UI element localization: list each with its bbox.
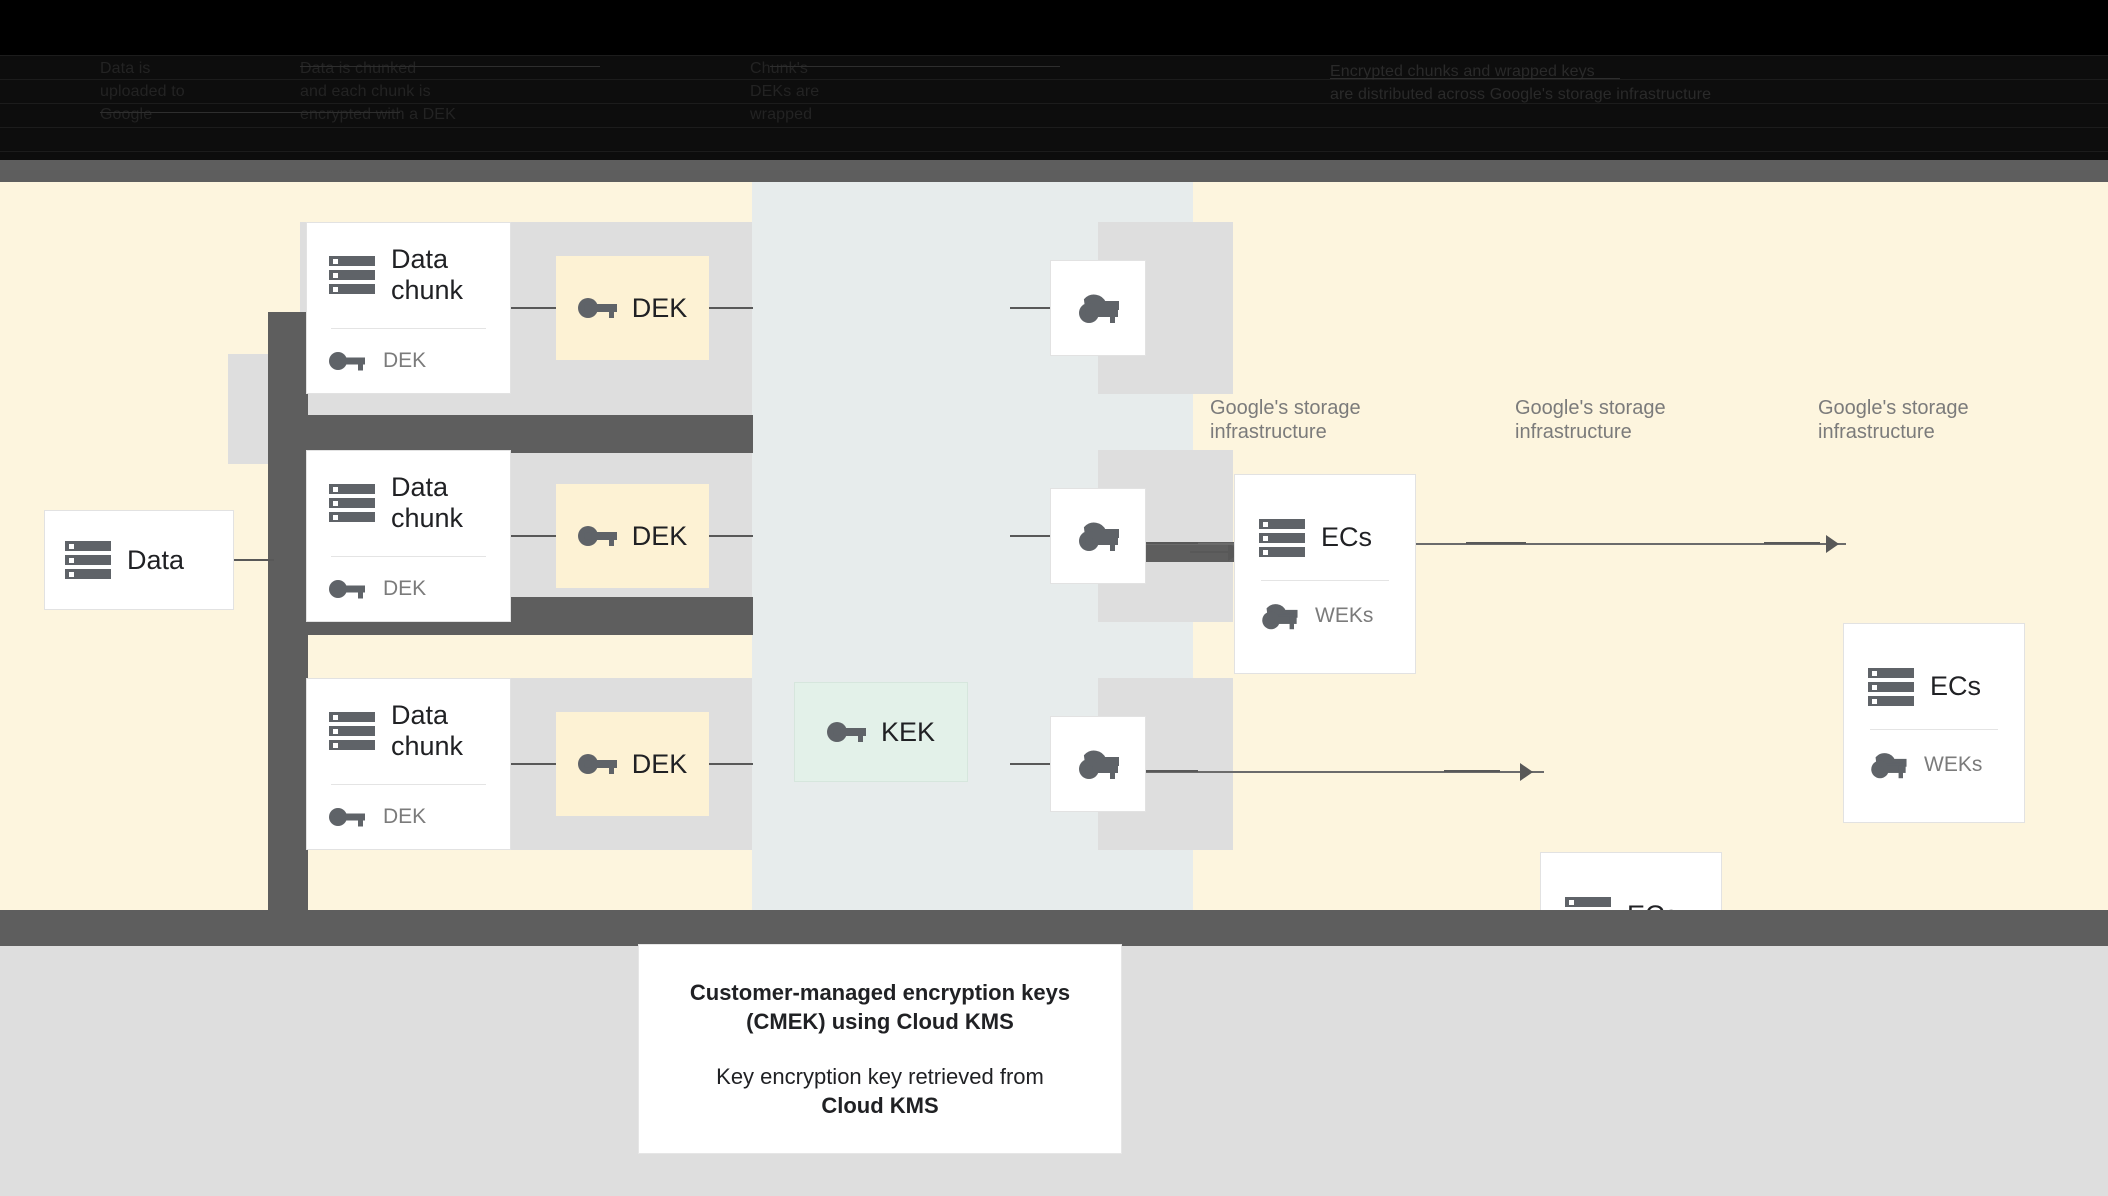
caption-title-line-2: (CMEK) using Cloud KMS [746, 1009, 1014, 1034]
storage-icon [65, 540, 111, 580]
wrapped-key-icon [1259, 601, 1299, 631]
splitter-branch-1 [268, 415, 753, 453]
storage-icon [329, 711, 375, 751]
wrapped-key-icon [1076, 747, 1120, 781]
ecs-weks-label: WEKs [1315, 603, 1374, 627]
wire-to-wrapkey-1 [1010, 307, 1052, 309]
wire-row3-line [1146, 771, 1544, 773]
card-divider [1870, 728, 1998, 730]
key-icon [577, 296, 618, 320]
dek-box-label: DEK [631, 520, 688, 551]
dek-box-label: DEK [631, 292, 688, 323]
footer-divider-bar [0, 910, 2108, 946]
ecs-card-label: ECs [1930, 671, 1982, 701]
caption-box: Customer-managed encryption keys (CMEK) … [638, 944, 1122, 1154]
dek-box[interactable]: DEK [556, 256, 709, 360]
data-chunk-label: Data chunk [391, 699, 464, 761]
wrapped-key-box[interactable] [1050, 716, 1146, 812]
main-flow-area: Data Data chunk [0, 182, 2108, 1052]
key-icon [826, 720, 867, 744]
ecs-card[interactable]: ECs WEKs [1843, 623, 2025, 823]
wire-row2-seg-a [1146, 542, 1198, 544]
wire-dek3-out [709, 763, 753, 765]
header-text-band [0, 55, 2108, 160]
wrapped-key-box[interactable] [1050, 260, 1146, 356]
wire-row3-seg-a [1146, 770, 1198, 772]
data-chunk-label: Data chunk [391, 243, 464, 305]
arrowhead-row3 [1520, 763, 1533, 781]
card-divider [331, 555, 486, 557]
wrapped-key-icon [1868, 750, 1908, 780]
caption-title-line-1: Customer-managed encryption keys [689, 980, 1071, 1005]
dek-box-label: DEK [631, 748, 688, 779]
header-step-3: Chunk's DEKs are wrapped [750, 60, 820, 123]
header-step-1: Data is uploaded to Google [100, 60, 185, 123]
wire-to-wrapkey-2 [1010, 535, 1052, 537]
storage-icon [329, 255, 375, 295]
storage-infra-label: Google's storage infrastructure [1210, 397, 1361, 443]
wire-row2-seg-c [1764, 542, 1820, 544]
data-chunk-dek-label: DEK [383, 348, 427, 372]
data-chunk-card[interactable]: Data chunk DEK [306, 678, 511, 850]
ecs-card[interactable]: ECs WEKs [1234, 474, 1416, 674]
storage-infra-label: Google's storage infrastructure [1818, 397, 1969, 443]
wrapped-key-icon [1076, 519, 1120, 553]
wire-chunk1-dek1 [511, 307, 557, 309]
card-divider [1261, 579, 1389, 581]
header-step-4: Encrypted chunks and wrapped keys are di… [1330, 63, 1712, 103]
data-card[interactable]: Data [44, 510, 234, 610]
wire-data-to-splitter [234, 559, 274, 561]
caption-body-line-1: Key encryption key retrieved from [716, 1064, 1044, 1089]
header-black-bar [0, 0, 2108, 55]
kek-box-label: KEK [880, 716, 936, 747]
key-icon [329, 350, 367, 372]
storage-icon [1259, 518, 1305, 558]
wrapped-key-icon [1076, 291, 1120, 325]
wire-row2-seg-b [1466, 542, 1526, 544]
ecs-weks-label: WEKs [1924, 752, 1983, 776]
wire-to-wrapkey-3 [1010, 763, 1052, 765]
storage-icon [329, 483, 375, 523]
data-card-label: Data [127, 544, 185, 575]
storage-icon [1868, 667, 1914, 707]
data-chunk-dek-label: DEK [383, 576, 427, 600]
header-grey-divider [0, 160, 2108, 182]
key-icon [329, 806, 367, 828]
ecs-card-label: ECs [1321, 522, 1373, 552]
wire-dek1-out [709, 307, 753, 309]
data-chunk-label: Data chunk [391, 471, 464, 533]
wire-chunk3-dek3 [511, 763, 557, 765]
data-chunk-card[interactable]: Data chunk DEK [306, 450, 511, 622]
wire-dek2-out [709, 535, 753, 537]
wrapped-key-box[interactable] [1050, 488, 1146, 584]
data-chunk-dek-label: DEK [383, 804, 427, 828]
dek-box[interactable]: DEK [556, 484, 709, 588]
key-icon [329, 578, 367, 600]
caption-body-line-2: Cloud KMS [821, 1093, 939, 1118]
wire-row3-seg-b [1444, 770, 1500, 772]
dek-box[interactable]: DEK [556, 712, 709, 816]
wire-row1-arrow-line [1190, 551, 1232, 553]
wire-chunk2-dek2 [511, 535, 557, 537]
data-chunk-card[interactable]: Data chunk DEK [306, 222, 511, 394]
header-step-2: Data is chunked and each chunk is encryp… [300, 60, 456, 123]
card-divider [331, 783, 486, 785]
key-icon [577, 524, 618, 548]
arrowhead-row2 [1826, 535, 1839, 553]
card-divider [331, 327, 486, 329]
kek-box[interactable]: KEK [794, 682, 968, 782]
key-icon [577, 752, 618, 776]
storage-infra-label: Google's storage infrastructure [1515, 397, 1666, 443]
